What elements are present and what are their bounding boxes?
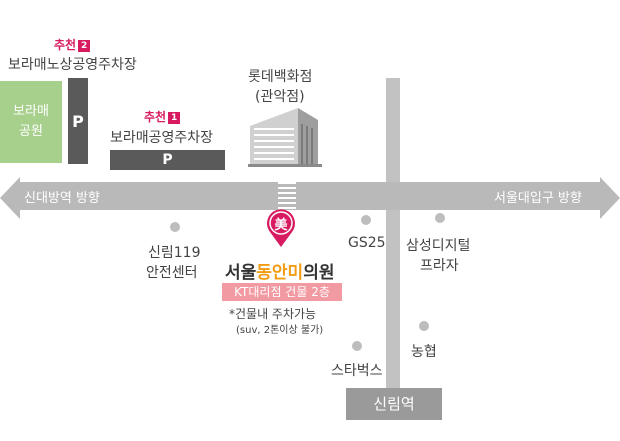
park-label: 보라매 공원 <box>13 104 49 139</box>
clinic-name-part3: 의원 <box>303 263 335 283</box>
arrow-left-icon <box>0 177 20 219</box>
lotte-sub: (관악점) <box>255 89 305 105</box>
gs25-marker <box>361 215 371 225</box>
sillim119-line2: 안전센터 <box>146 265 198 281</box>
parking-1-name: 보라매공영주차장 <box>110 130 214 146</box>
parking-2-p-icon: P <box>72 111 84 131</box>
samsung-marker <box>435 213 445 223</box>
road-label-right: 서울대입구 방향 <box>494 191 582 206</box>
clinic-pin-icon <box>267 209 295 247</box>
station-block: 신림역 <box>346 388 442 420</box>
clinic-building-badge: KT대리점 건물 2층 <box>222 283 342 301</box>
samsung-line2: 프라자 <box>420 258 459 274</box>
clinic-pin-text: 美 <box>274 218 288 233</box>
road-vertical-right <box>386 208 400 390</box>
nh-marker <box>419 321 429 331</box>
parking-2-name: 보라매노상공영주차장 <box>8 57 137 73</box>
starbucks-marker <box>352 341 362 351</box>
clinic-name-part2: 동안미 <box>256 263 304 283</box>
lotte-name: 롯데백화점 <box>248 69 313 85</box>
gs25-label: GS25 <box>348 235 386 251</box>
nh-label: 농협 <box>411 344 437 360</box>
road-label-left: 신대방역 방향 <box>24 191 100 206</box>
recommend-1-text: 추천 <box>144 110 167 124</box>
sillim119-line1: 신림119 <box>148 245 201 261</box>
starbucks-label: 스타벅스 <box>331 363 383 379</box>
road-vertical-left <box>386 78 400 182</box>
clinic-name-part1: 서울 <box>225 263 257 283</box>
main-road <box>18 182 602 210</box>
clinic-name: 서울동안미의원 <box>225 258 334 283</box>
recommend-2-text: 추천 <box>54 38 77 52</box>
sillim119-marker <box>170 222 180 232</box>
samsung-line1: 삼성디지털 <box>406 238 471 254</box>
clinic-note1: *건물내 주차가능 <box>229 307 317 321</box>
building-icon <box>248 108 322 167</box>
clinic-note2: (suv, 2톤이상 불가) <box>236 325 324 336</box>
parking-1-p-icon: P <box>162 152 173 168</box>
clinic-building-text: KT대리점 건물 2층 <box>234 285 330 299</box>
rank-2-badge: 2 <box>78 40 91 52</box>
rank-1-badge: 1 <box>168 112 181 124</box>
station-label: 신림역 <box>373 395 415 413</box>
crosswalk <box>278 182 296 210</box>
parking-2-block: P <box>68 78 88 164</box>
parking-1-block: P <box>110 150 225 170</box>
arrow-right-icon <box>600 177 620 219</box>
park-area: 보라매 공원 <box>0 81 62 163</box>
